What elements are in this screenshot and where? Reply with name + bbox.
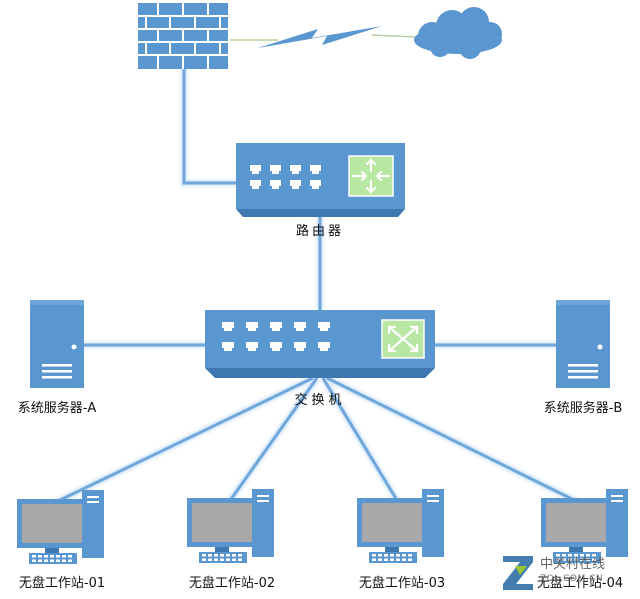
workstation-03-link [321, 377, 400, 503]
firewall-icon [138, 3, 228, 69]
zol-logo-icon [503, 556, 533, 590]
workstation-02-link [227, 377, 319, 503]
lightning-icon [258, 26, 382, 48]
server-b-icon [556, 300, 610, 388]
workstation-04-icon [541, 489, 628, 563]
workstation-01-link [53, 376, 314, 505]
server-a-icon [30, 300, 84, 388]
workstation-03-label: 无盘工作站-03 [359, 575, 445, 591]
workstation-03-icon [357, 489, 444, 563]
wan-link [230, 7, 502, 59]
switch-label: 交换机 [294, 392, 345, 408]
router-label: 路由器 [296, 223, 344, 239]
zol-watermark: 中关村在线 ZOL.COM.CN [503, 556, 605, 590]
connections [52, 68, 580, 507]
workstation-01-label: 无盘工作站-01 [19, 575, 105, 591]
workstation-02-label: 无盘工作站-02 [189, 575, 275, 591]
workstation-02-icon [187, 489, 274, 563]
server-b-label: 系统服务器-B [544, 400, 623, 416]
workstation-04-label: 无盘工作站-04 [537, 575, 623, 591]
router-icon [236, 143, 405, 217]
watermark-line2: ZOL.COM.CN [540, 574, 603, 584]
firewall-router-link [182, 68, 236, 185]
switch-icon [205, 310, 435, 378]
cloud-icon [414, 7, 502, 59]
workstation-04-link [326, 376, 579, 504]
workstation-01-icon [17, 490, 104, 564]
watermark-line1: 中关村在线 [540, 557, 605, 572]
server-a-label: 系统服务器-A [18, 400, 97, 416]
